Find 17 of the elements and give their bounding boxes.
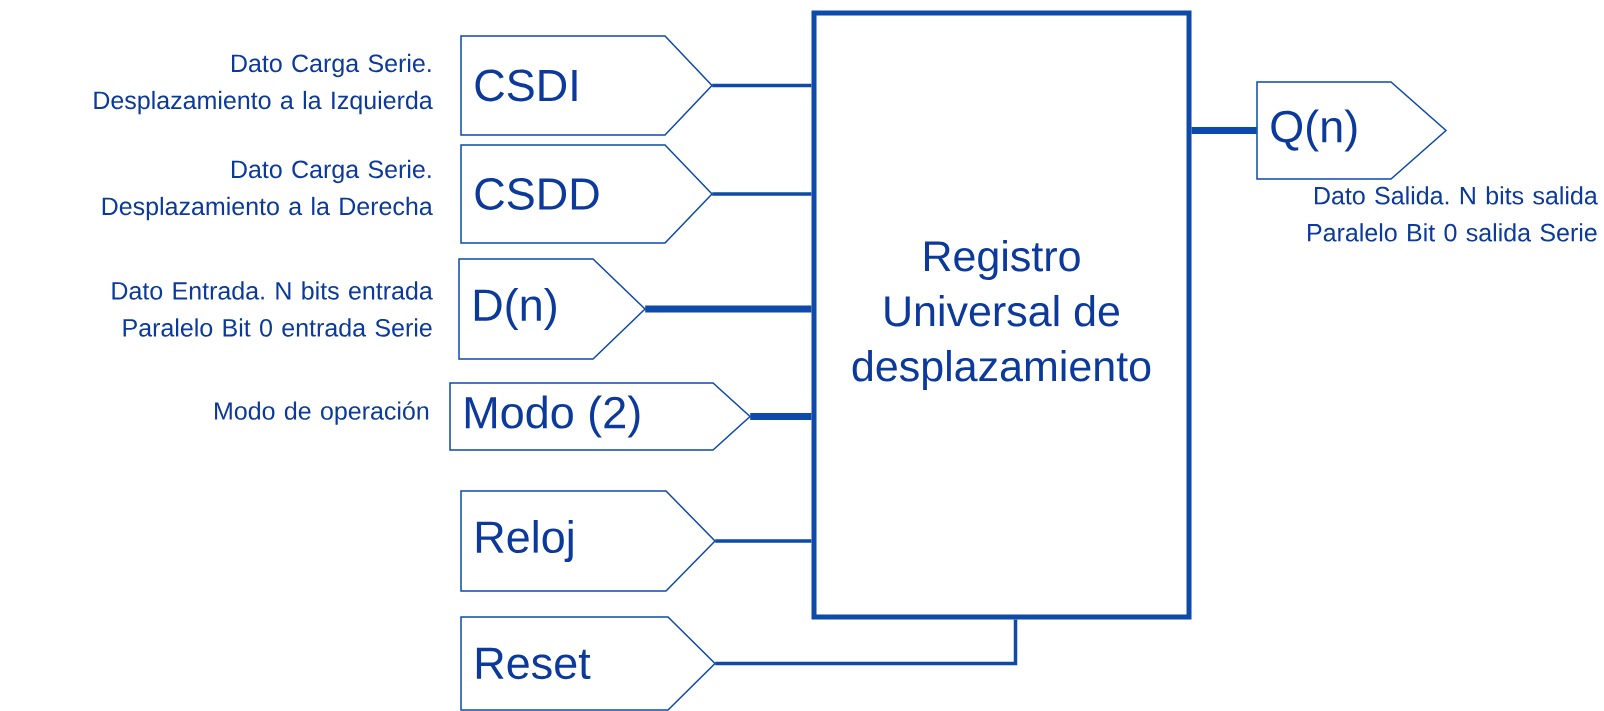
port-box: CSDI bbox=[460, 35, 714, 136]
connector-line bbox=[712, 192, 812, 196]
port-box: Reloj bbox=[460, 490, 717, 592]
signal-description: Dato Salida. N bits salida Paralelo Bit 0 salida Serie bbox=[1308, 186, 1598, 242]
port-box: Reset bbox=[460, 616, 717, 711]
signal-description: Dato Carga Serie. Desplazamiento a la Derecha bbox=[102, 159, 433, 221]
port-box: CSDD bbox=[460, 144, 714, 244]
connector-line bbox=[715, 619, 1018, 666]
signal-description: Modo de operación bbox=[215, 401, 429, 425]
signal-description: Dato Carga Serie. Desplazamiento a la Izquierda bbox=[94, 53, 433, 115]
port-box: D(n) bbox=[458, 258, 647, 360]
port-box: Q(n) bbox=[1256, 81, 1448, 180]
connector-line bbox=[715, 539, 812, 543]
connector-line bbox=[712, 83, 812, 88]
signal-description: Dato Entrada. N bits entrada Paralelo Bit 0 entrada Serie bbox=[112, 281, 433, 337]
port-box: Modo (2) bbox=[449, 382, 752, 451]
register-box: Registro Universal de desplazamiento bbox=[811, 10, 1192, 620]
